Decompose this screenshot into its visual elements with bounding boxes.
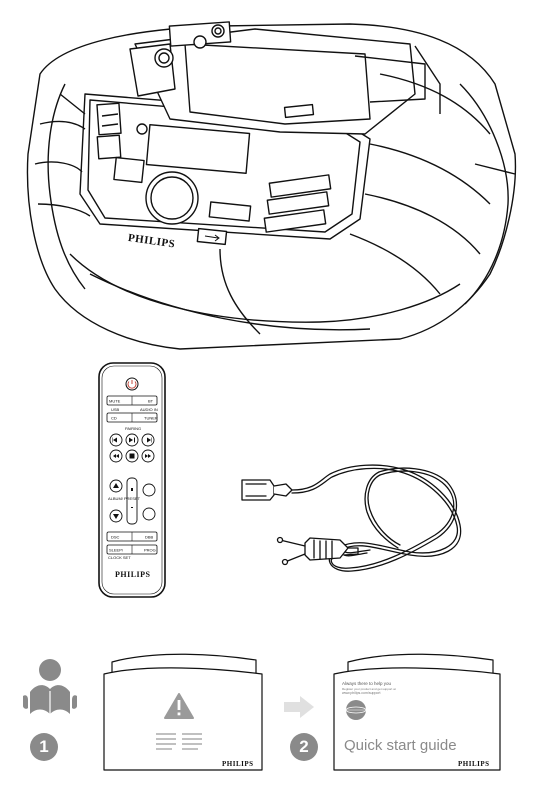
display-window <box>145 124 251 174</box>
previous-icon <box>112 437 117 443</box>
usb-icon <box>204 234 220 242</box>
svg-text:www.philips.com/support: www.philips.com/support <box>342 691 381 695</box>
svg-text:DSC: DSC <box>111 535 120 540</box>
svg-text:Register your product and get: Register your product and get support at <box>342 687 396 691</box>
remote-brand-logo: PHILIPS <box>115 570 151 579</box>
cd-lid <box>134 28 416 135</box>
svg-text:MUTE: MUTE <box>109 399 121 404</box>
svg-text:DBB: DBB <box>145 535 154 540</box>
rewind-icon <box>113 454 119 458</box>
step-2-badge: 2 <box>290 733 318 761</box>
svg-text:Always there to help you: Always there to help you <box>342 681 392 686</box>
svg-text:SLEEP/: SLEEP/ <box>109 548 124 553</box>
safety-leaflet-brand: PHILIPS <box>222 760 254 768</box>
power-cord <box>241 464 462 572</box>
safety-leaflet: PHILIPS <box>103 653 263 771</box>
next-icon <box>147 437 152 443</box>
stop-icon <box>129 453 135 459</box>
usb-port <box>196 227 228 246</box>
svg-text:CLOCK SET: CLOCK SET <box>108 555 131 560</box>
svg-text:USB: USB <box>111 407 120 412</box>
quick-start-guide-leaflet: Always there to help you Register your p… <box>333 653 501 771</box>
svg-text:TUNER: TUNER <box>144 416 158 421</box>
read-manual-icon <box>23 659 77 714</box>
qsg-title: Quick start guide <box>344 737 457 754</box>
forward-icon <box>145 454 151 458</box>
volume-knob <box>145 171 199 225</box>
arrow-right-icon <box>284 696 314 718</box>
svg-text:ALBUM/ PRESET: ALBUM/ PRESET <box>108 496 141 501</box>
svg-text:PAIRING: PAIRING <box>125 426 141 431</box>
svg-text:CD: CD <box>111 416 117 421</box>
svg-text:AUDIO IN: AUDIO IN <box>140 407 158 412</box>
preset-up-icon <box>113 483 119 488</box>
remote-control: MUTE BT USB AUDIO IN CD TUNER PAIRING AL… <box>98 362 166 598</box>
svg-text:BT: BT <box>148 399 154 404</box>
boombox-illustration: PHILIPS <box>26 21 517 350</box>
step-1-badge: 1 <box>30 733 58 761</box>
svg-text:PROG: PROG <box>144 548 156 553</box>
qsg-brand: PHILIPS <box>458 760 490 768</box>
preset-down-icon <box>113 514 119 519</box>
play-pause-icon <box>129 437 135 443</box>
